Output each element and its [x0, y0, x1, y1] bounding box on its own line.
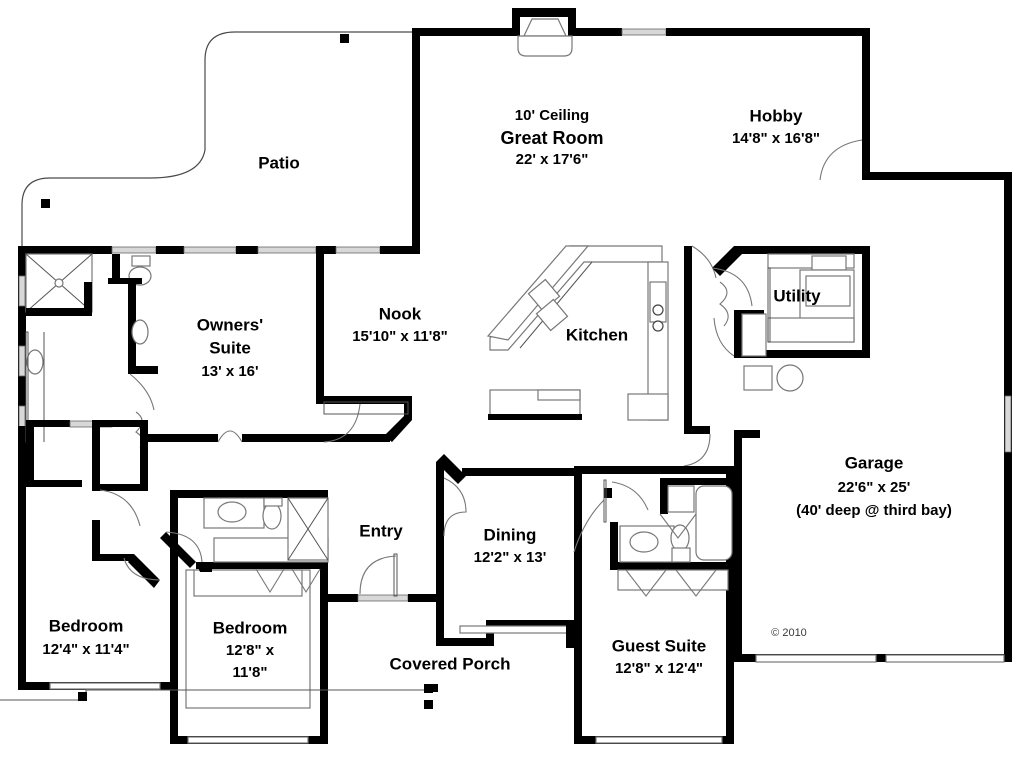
- utility-fixtures: [711, 246, 862, 392]
- label-guest-suite: Guest Suite: [612, 636, 706, 655]
- entry-dining-walls: [0, 454, 582, 709]
- patio-post-left: [41, 199, 50, 208]
- label-dining-dims: 12'2" x 13': [474, 549, 547, 566]
- patio-outline: [21, 31, 418, 246]
- room-labels: Patio 10' Ceiling Great Room 22' x 17'6"…: [42, 106, 952, 680]
- label-nook: Nook: [379, 304, 422, 323]
- label-kitchen: Kitchen: [566, 325, 628, 344]
- label-owners-suite-line2: Suite: [209, 338, 251, 357]
- copyright-notice: © 2010: [771, 627, 807, 639]
- label-bedroom-mid-dims-line1: 12'8" x: [226, 642, 275, 659]
- label-entry: Entry: [359, 521, 403, 540]
- bedroom-wing-walls: [160, 490, 329, 744]
- label-owners-suite-dims: 13' x 16': [201, 363, 258, 380]
- label-garage: Garage: [845, 453, 904, 472]
- label-utility: Utility: [773, 286, 821, 305]
- label-bedroom-mid: Bedroom: [213, 618, 288, 637]
- label-great-room-note: 10' Ceiling: [515, 107, 589, 124]
- label-bedroom-left-dims: 12'4" x 11'4": [42, 641, 129, 658]
- label-garage-dims: 22'6" x 25': [838, 479, 911, 496]
- exterior-walls: [18, 8, 1012, 690]
- label-nook-dims: 15'10" x 11'8": [352, 328, 448, 345]
- label-bedroom-left: Bedroom: [49, 616, 124, 635]
- label-guest-suite-dims: 12'8" x 12'4": [615, 660, 703, 677]
- kitchen-fixtures: [486, 245, 717, 467]
- label-hobby: Hobby: [750, 106, 803, 125]
- hobby-walls: [819, 118, 870, 181]
- label-dining: Dining: [484, 525, 537, 544]
- label-hobby-dims: 14'8" x 16'8": [732, 130, 820, 147]
- guest-suite-walls: [573, 466, 734, 744]
- label-great-room: Great Room: [500, 128, 603, 148]
- patio-post-right: [340, 34, 349, 43]
- label-garage-note: (40' deep @ third bay): [796, 502, 952, 519]
- label-owners-suite-line1: Owners': [197, 315, 263, 334]
- label-patio: Patio: [258, 153, 300, 172]
- label-great-room-dims: 22' x 17'6": [516, 151, 589, 168]
- label-bedroom-mid-dims-line2: 11'8": [233, 664, 268, 681]
- owners-suite-walls: [18, 246, 412, 588]
- label-covered-porch: Covered Porch: [390, 654, 511, 673]
